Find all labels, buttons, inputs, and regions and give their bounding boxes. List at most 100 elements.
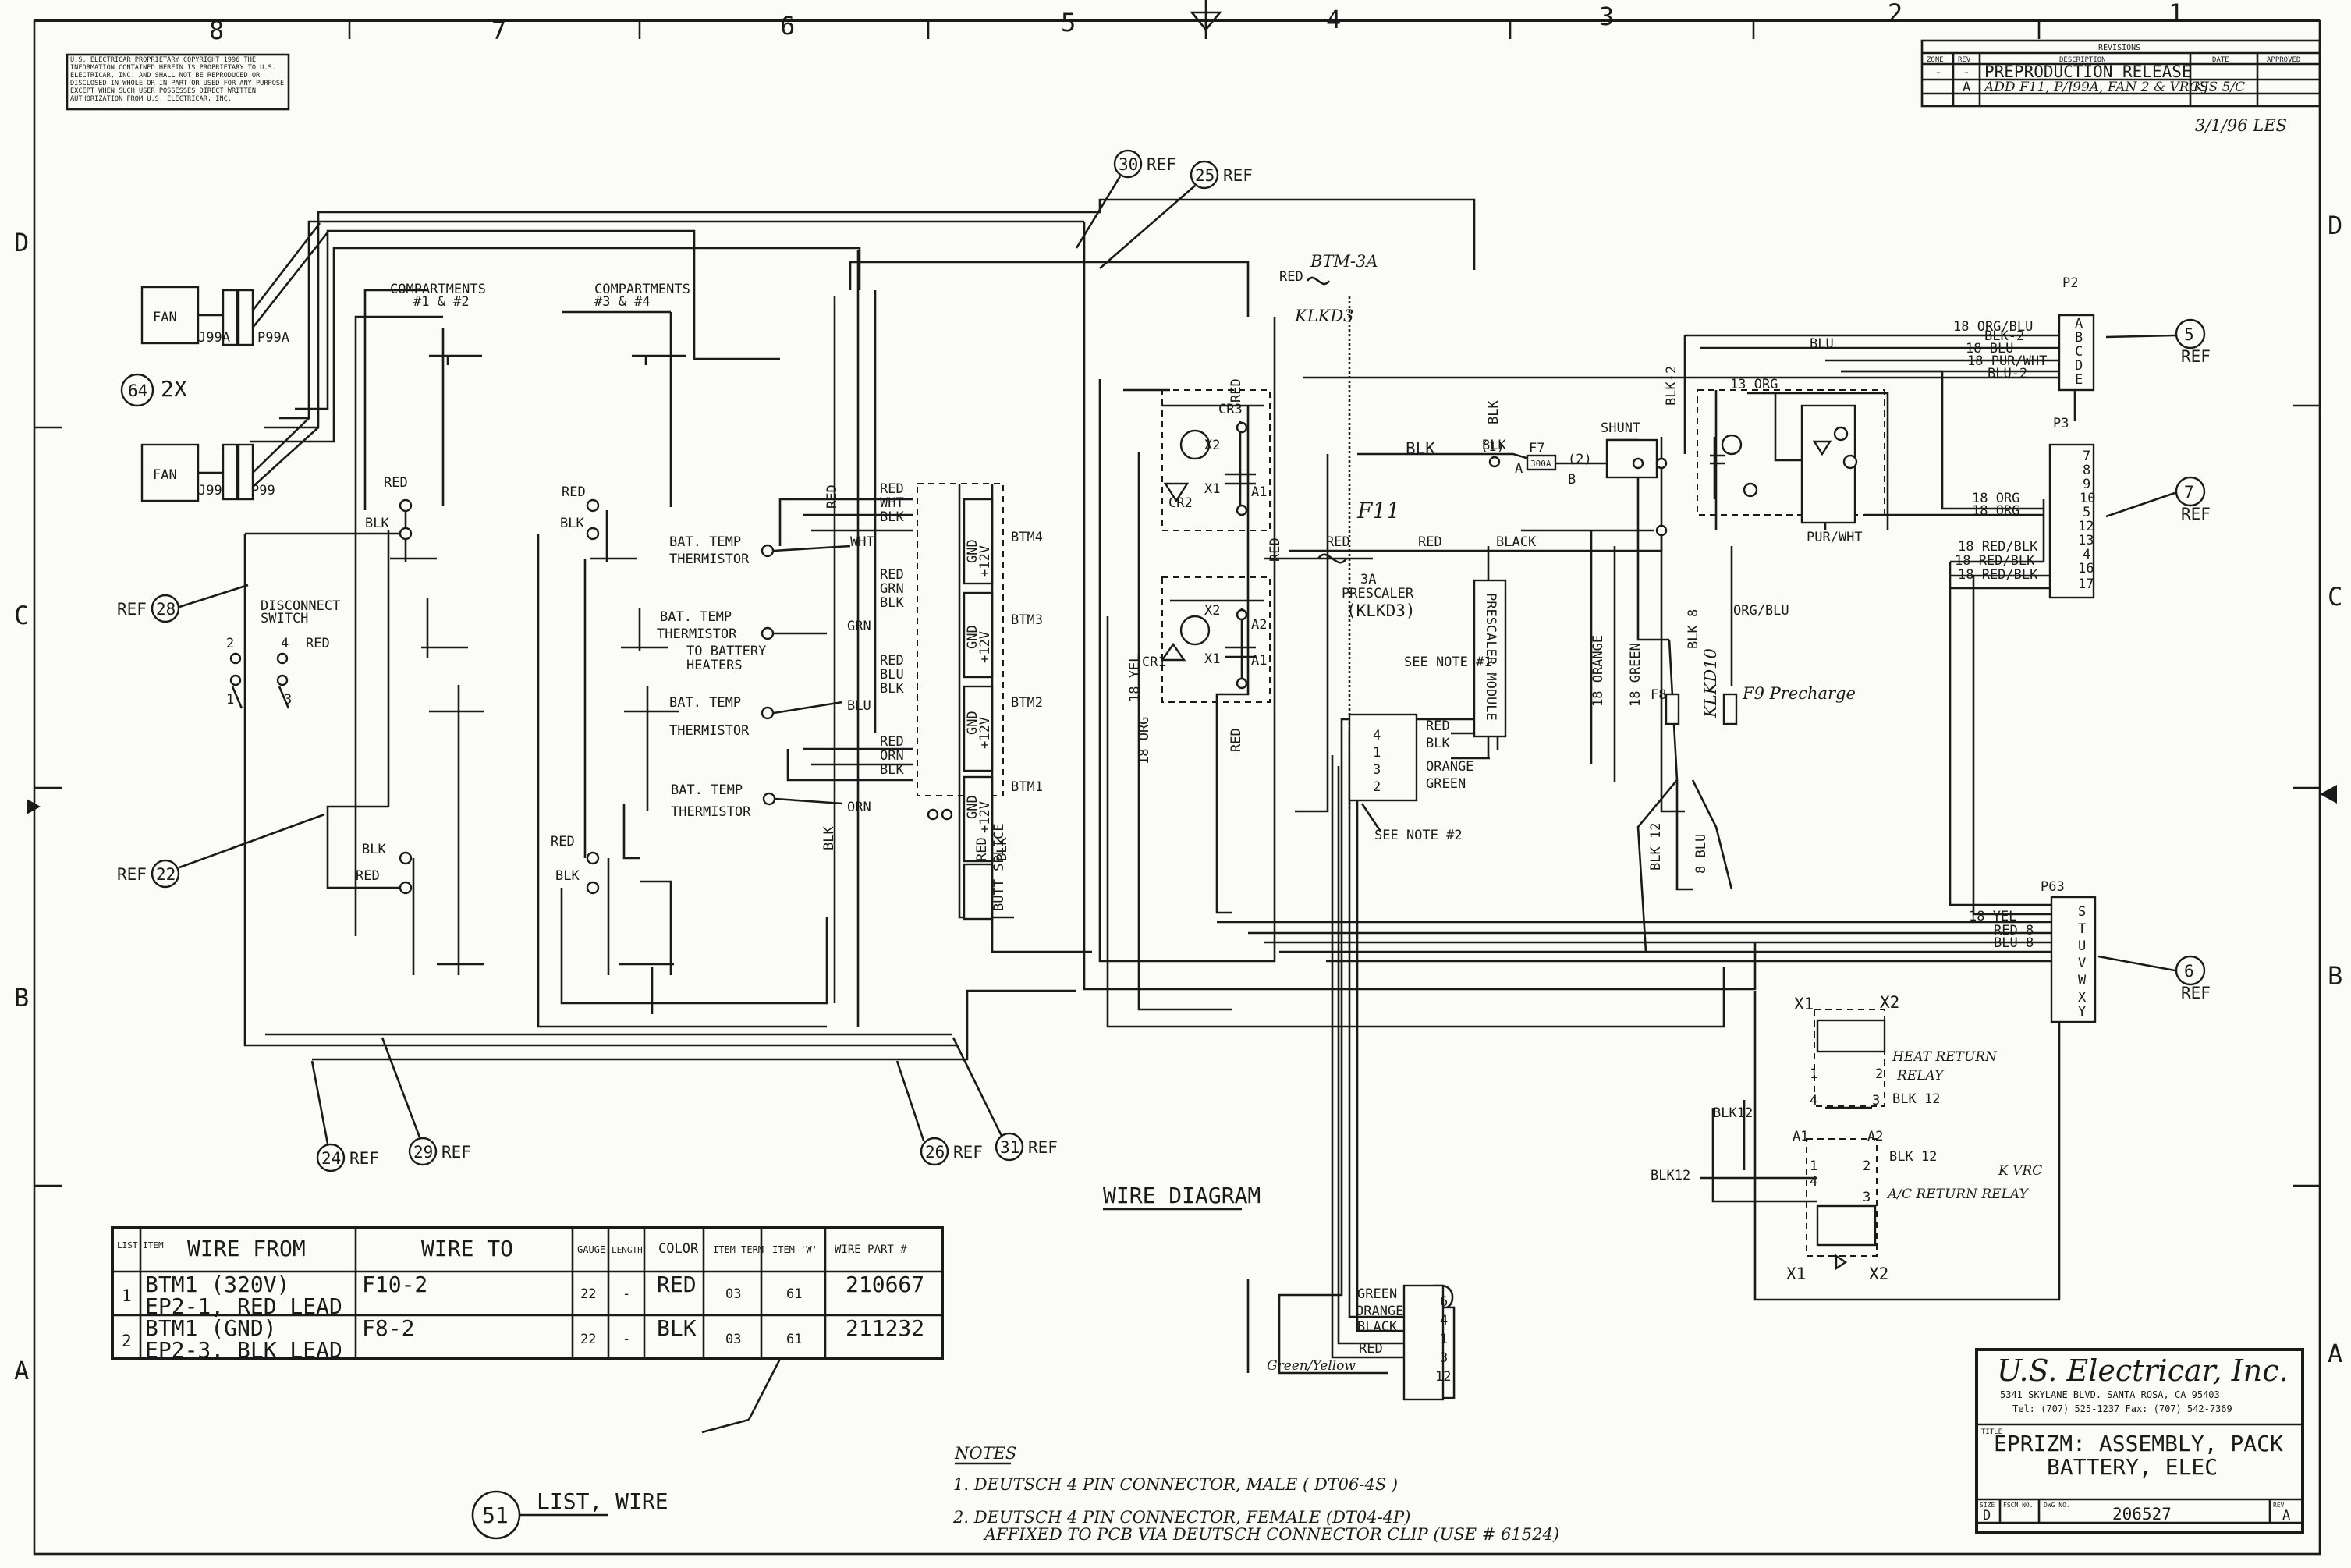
svg-text:REF: REF [2181, 347, 2211, 366]
svg-text:BLK: BLK [555, 868, 580, 884]
svg-text:ORANGE: ORANGE [1426, 759, 1473, 775]
svg-text:12: 12 [1435, 1369, 1451, 1385]
svg-text:BLK: BLK [880, 681, 904, 697]
svg-text:BLK: BLK [880, 509, 904, 525]
zone-ticks [34, 20, 2320, 1187]
svg-text:GND: GND [965, 711, 980, 735]
balloon-6 [2175, 955, 2206, 986]
list-wire-callout: 51 LIST, WIRE [471, 1488, 668, 1540]
f11-name: PRESCALER [1342, 586, 1414, 601]
svg-text:8 BLU: 8 BLU [1693, 834, 1709, 874]
thermistor-1-l2: THERMISTOR [669, 552, 750, 567]
compartment-1-sub: #1 & #2 [413, 294, 470, 310]
svg-text:RED: RED [306, 636, 330, 651]
zone-col-3: 3 [1599, 2, 1614, 31]
svg-text:RED: RED [1229, 378, 1244, 403]
svg-text:EP2-1, RED LEAD: EP2-1, RED LEAD [145, 1293, 342, 1319]
svg-text:4: 4 [1810, 1174, 1817, 1190]
svg-text:2: 2 [1373, 779, 1381, 795]
btm3a-part: KLKD3 [1294, 307, 1354, 325]
col-term: ITEM TERM [713, 1244, 764, 1255]
svg-text:30: 30 [1119, 155, 1138, 174]
svg-text:210667: 210667 [846, 1272, 924, 1297]
rev-col-zone: ZONE [1927, 56, 1944, 64]
svg-text:18 PUR/WHT: 18 PUR/WHT [1967, 353, 2047, 369]
to-heaters-2: HEATERS [686, 658, 743, 673]
zone-row-a-left: A [14, 1356, 29, 1385]
svg-text:RED: RED [1418, 534, 1442, 550]
svg-text:RED: RED [657, 1272, 697, 1297]
zone-row-b-left: B [14, 983, 29, 1013]
svg-text:REF: REF [1147, 155, 1176, 174]
svg-text:P2: P2 [2062, 275, 2078, 291]
title-block: U.S. Electricar, Inc. 5341 SKYLANE BLVD.… [1975, 1348, 2304, 1534]
svg-text:BLK 12: BLK 12 [1892, 1091, 1940, 1107]
svg-text:8: 8 [2083, 463, 2090, 478]
rev-col-description: DESCRIPTION [2059, 56, 2106, 64]
svg-text:A: A [2075, 316, 2083, 332]
svg-text:BTM3: BTM3 [1011, 612, 1043, 628]
svg-text:3: 3 [1440, 1350, 1448, 1366]
thermistor-3-l1: BAT. TEMP [669, 695, 741, 711]
balloon-64 [120, 373, 154, 407]
svg-text:BLU: BLU [847, 698, 871, 714]
svg-text:GRN: GRN [880, 581, 904, 597]
relay-assembly-top: 13 ORG PUR/WHT BLU [1697, 336, 1885, 545]
svg-text:3: 3 [1872, 1093, 1880, 1109]
table-row: 1 BTM1 (320V) EP2-1, RED LEAD F10-2 22 -… [122, 1272, 924, 1319]
svg-text:211232: 211232 [846, 1315, 924, 1341]
connector-p3: P3 7 8 9 10 5 12 13 4 16 17 18 ORG 18 OR… [1955, 416, 2095, 599]
svg-text:X1: X1 [1204, 481, 1220, 497]
svg-text:RED: RED [1279, 269, 1303, 285]
svg-text:(2): (2) [1568, 452, 1592, 467]
thermistor-4-l2: THERMISTOR [671, 804, 751, 820]
balloon-5 [2175, 318, 2206, 349]
svg-text:+12V: +12V [977, 631, 993, 663]
svg-text:7: 7 [2184, 483, 2194, 502]
center-arrow-top [1190, 0, 1222, 32]
svg-text:6: 6 [1440, 1294, 1448, 1310]
svg-text:REV: REV [2273, 1502, 2285, 1509]
cr1-label: CR1 [1142, 655, 1166, 670]
svg-text:WHT: WHT [880, 495, 904, 511]
balloon-24 [316, 1143, 346, 1172]
svg-text:61: 61 [786, 1332, 802, 1347]
svg-text:1: 1 [1810, 1066, 1817, 1082]
svg-text:BLK 12: BLK 12 [1889, 1149, 1937, 1165]
zone-row-labels: D C B A D C B A [14, 211, 2342, 1385]
prescaler-module-label: PRESCALER MODULE [1483, 593, 1498, 721]
svg-text:ORN: ORN [847, 800, 871, 815]
svg-text:4: 4 [1373, 728, 1381, 743]
svg-text:29: 29 [413, 1143, 433, 1162]
zone-row-c-left: C [14, 601, 29, 630]
zone-row-d-left: D [14, 228, 29, 257]
col-length: LENGTH [612, 1245, 643, 1255]
svg-text:3: 3 [1373, 762, 1381, 778]
svg-text:BLK: BLK [365, 516, 389, 531]
svg-text:BLK12: BLK12 [1651, 1168, 1690, 1183]
svg-text:16: 16 [2078, 561, 2094, 576]
svg-text:B: B [2075, 330, 2083, 346]
col-color: COLOR [658, 1241, 699, 1257]
svg-text:2: 2 [226, 636, 234, 651]
svg-text:RED: RED [1229, 728, 1244, 752]
thermistors: BAT. TEMP THERMISTOR BAT. TEMP THERMISTO… [657, 534, 851, 820]
svg-text:BTM2: BTM2 [1011, 695, 1043, 711]
svg-text:1: 1 [1373, 745, 1381, 761]
klkd10: KLKD10 [1701, 648, 1720, 718]
svg-text:RED: RED [880, 653, 904, 669]
svg-text:1: 1 [122, 1286, 132, 1305]
fan-1-label: FAN [153, 310, 177, 325]
fan-2-label: FAN [153, 467, 177, 483]
svg-text:PUR/WHT: PUR/WHT [1807, 530, 1863, 545]
zone-col-6: 6 [780, 11, 795, 41]
compartment-2-sub: #3 & #4 [594, 294, 651, 310]
compartment-1-title: COMPARTMENTS [390, 282, 486, 297]
zone-row-b-right: B [2328, 961, 2342, 991]
svg-text:RED: RED [1426, 718, 1450, 734]
svg-text:300A: 300A [1530, 459, 1551, 469]
balloon-25 [1190, 160, 1219, 190]
svg-text:RED: RED [384, 475, 408, 491]
svg-text:03: 03 [725, 1332, 741, 1347]
svg-text:25: 25 [1195, 166, 1215, 185]
